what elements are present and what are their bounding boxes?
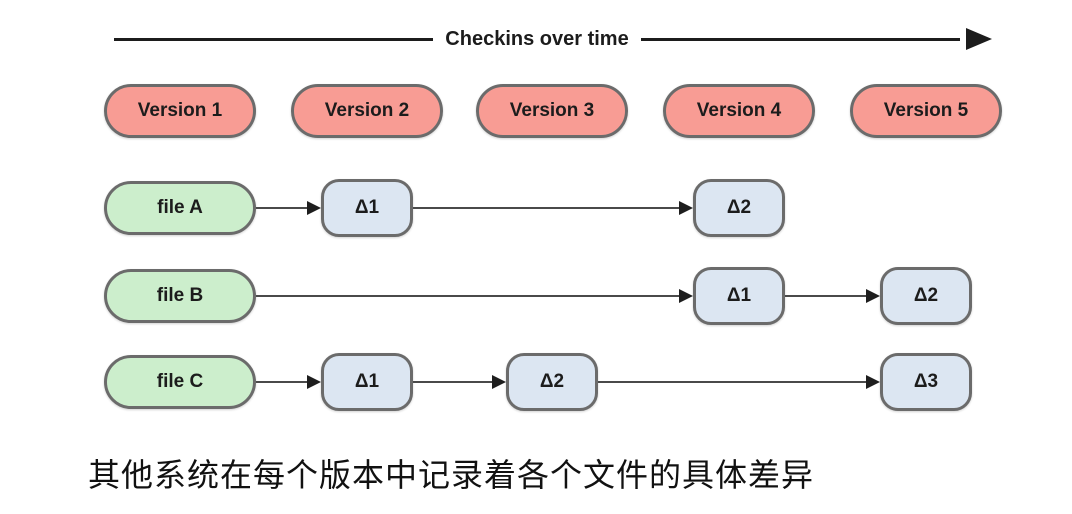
timeline-arrowhead-icon <box>966 28 993 50</box>
version-pill: Version 2 <box>291 84 443 138</box>
connector-arrowhead-icon <box>307 201 321 215</box>
connector-line <box>256 207 309 209</box>
connector-line <box>413 381 494 383</box>
connector-line <box>256 295 681 297</box>
connector-line <box>598 381 868 383</box>
delta-box: Δ3 <box>880 353 972 411</box>
timeline-line-right <box>640 37 961 41</box>
version-pill: Version 5 <box>850 84 1002 138</box>
delta-box: Δ2 <box>506 353 598 411</box>
timeline: Checkins over time <box>114 22 993 56</box>
connector-line <box>256 381 309 383</box>
connector-arrowhead-icon <box>679 289 693 303</box>
connector-arrowhead-icon <box>866 375 880 389</box>
version-pill: Version 4 <box>663 84 815 138</box>
delta-box: Δ2 <box>693 179 785 237</box>
connector-arrowhead-icon <box>307 375 321 389</box>
connector-arrowhead-icon <box>492 375 506 389</box>
delta-box: Δ1 <box>693 267 785 325</box>
connector-line <box>413 207 681 209</box>
delta-box: Δ1 <box>321 179 413 237</box>
connector-line <box>785 295 868 297</box>
file-pill: file B <box>104 269 256 323</box>
version-pill: Version 3 <box>476 84 628 138</box>
connector-arrowhead-icon <box>866 289 880 303</box>
timeline-label: Checkins over time <box>445 28 629 50</box>
file-pill: file C <box>104 355 256 409</box>
delta-box: Δ2 <box>880 267 972 325</box>
connector-arrowhead-icon <box>679 201 693 215</box>
caption-text: 其他系统在每个版本中记录着各个文件的具体差异 <box>88 457 815 493</box>
delta-box: Δ1 <box>321 353 413 411</box>
timeline-line-left <box>114 37 434 41</box>
version-pill: Version 1 <box>104 84 256 138</box>
file-pill: file A <box>104 181 256 235</box>
